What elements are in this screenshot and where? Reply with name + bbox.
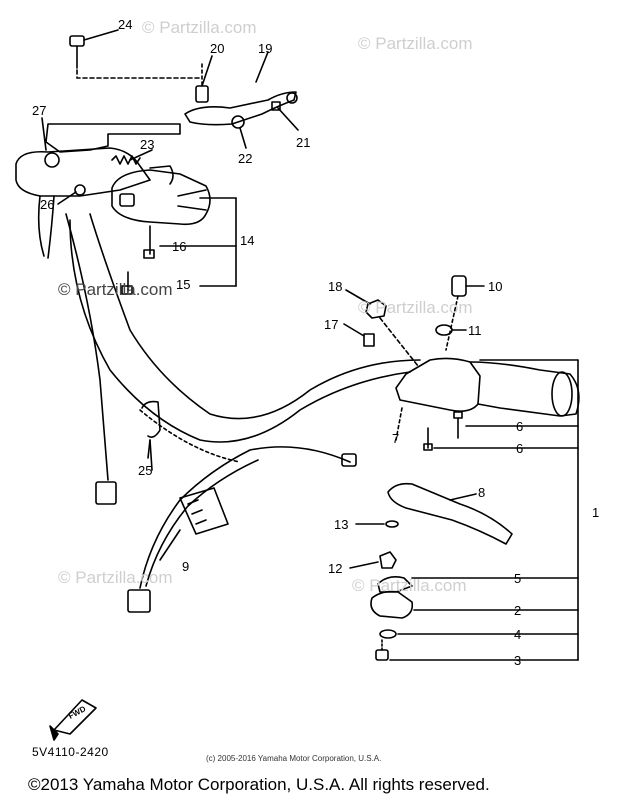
- callout-15: 15: [176, 277, 191, 292]
- bolt-17: [343, 323, 375, 347]
- part-number: 5V4110-2420: [32, 745, 109, 759]
- watermark: © Partzilla.com: [58, 568, 173, 587]
- callout-21: 21: [296, 135, 311, 150]
- collar-20: [195, 63, 209, 103]
- callout-6: 6: [516, 419, 524, 434]
- callout-26: 26: [40, 197, 55, 212]
- screw-6b: [423, 427, 579, 451]
- watermark: © Partzilla.com: [358, 298, 473, 317]
- spring-23: [111, 155, 141, 165]
- nut-18: [345, 289, 387, 319]
- screw-15: [121, 271, 133, 295]
- cable-9: [127, 446, 357, 613]
- callout-25: 25: [138, 463, 153, 478]
- washer-11: [435, 324, 467, 336]
- screw-26: [57, 184, 86, 205]
- callout-16: 16: [172, 239, 187, 254]
- callout-4: 4: [514, 627, 522, 642]
- callout-11: 11: [468, 323, 482, 338]
- callout-20: 20: [210, 41, 225, 56]
- callout-18: 18: [328, 279, 343, 294]
- adjuster-10: [445, 275, 485, 351]
- callout-22: 22: [238, 151, 253, 166]
- fwd-arrow-icon: [53, 699, 97, 735]
- screw-6a: [453, 411, 579, 439]
- screw-21: [271, 101, 299, 131]
- bracket-5: [377, 576, 579, 593]
- callout-9: 9: [182, 559, 190, 574]
- callout-23: 23: [140, 137, 155, 152]
- callout-1: 1: [592, 505, 600, 520]
- callout-2: 2: [514, 603, 522, 618]
- nut-22: [231, 115, 247, 149]
- callout-12: 12: [328, 561, 343, 576]
- footer-copyright: ©2013 Yamaha Motor Corporation, U.S.A. A…: [28, 775, 490, 794]
- callout-6: 6: [516, 441, 524, 456]
- inner-copyright: (c) 2005-2016 Yamaha Motor Corporation, …: [206, 754, 382, 763]
- callout-19: 19: [258, 41, 273, 56]
- callout-5: 5: [514, 571, 522, 586]
- screw-16: [143, 225, 155, 259]
- brake-lever-19: [184, 51, 298, 126]
- callout-17: 17: [324, 317, 339, 332]
- left-harness: [37, 195, 55, 259]
- callout-24: 24: [118, 17, 133, 32]
- master-cylinder-27: [15, 117, 181, 197]
- bolt-24: [69, 29, 119, 69]
- connector-block: [179, 487, 229, 535]
- callout-14: 14: [240, 233, 255, 248]
- watermark: © Partzilla.com: [352, 576, 467, 595]
- clutch-lever-8: [387, 482, 513, 545]
- callout-10: 10: [488, 279, 503, 294]
- switch-2: [370, 590, 579, 619]
- watermark: © Partzilla.com: [58, 280, 173, 299]
- watermark: © Partzilla.com: [142, 18, 257, 37]
- callout-7: 7: [392, 431, 400, 446]
- pin-13: [355, 520, 399, 528]
- switch-assembly-14: [111, 165, 237, 287]
- watermark: © Partzilla.com: [358, 34, 473, 53]
- screw-3: [375, 639, 579, 661]
- washer-4: [379, 629, 579, 639]
- callout-3: 3: [514, 653, 522, 668]
- callout-27: 27: [32, 103, 47, 118]
- handlebar: [69, 213, 421, 463]
- callout-8: 8: [478, 485, 486, 500]
- nut-12: [349, 551, 397, 569]
- lever-holder-1: [395, 357, 580, 661]
- callout-13: 13: [334, 517, 349, 532]
